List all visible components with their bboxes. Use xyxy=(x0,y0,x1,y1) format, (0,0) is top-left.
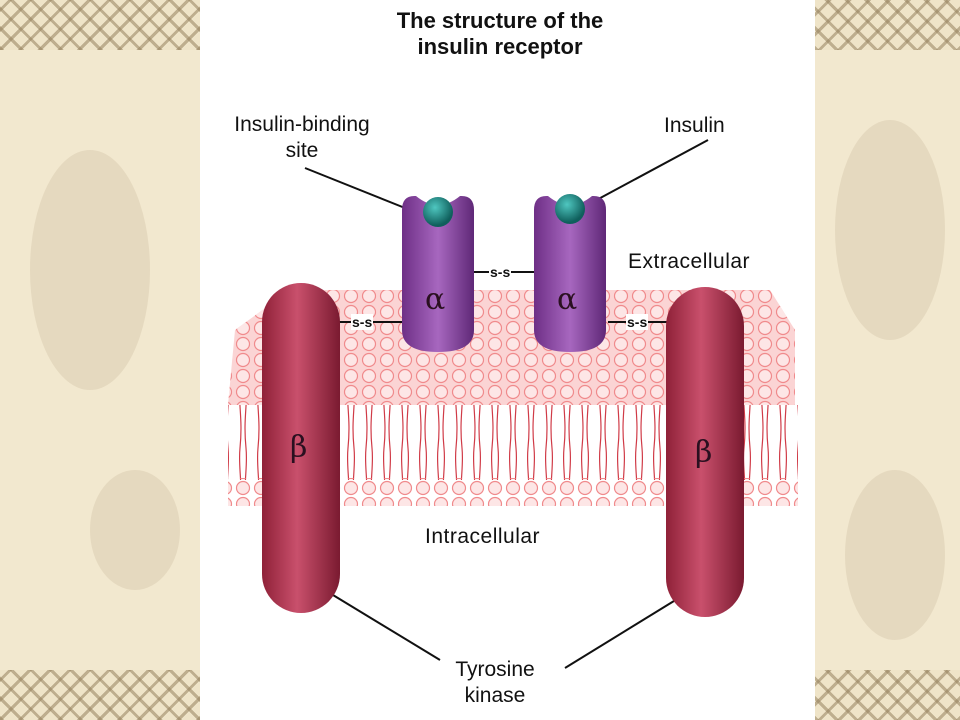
alpha-label-right: α xyxy=(557,282,578,317)
disulfide-bond-label-left: s-s xyxy=(351,314,374,330)
diagram-title: The structure of the insulin receptor xyxy=(370,8,630,60)
insulin-binding-site-label: Insulin-binding site xyxy=(222,112,382,164)
insulin-molecule-left xyxy=(423,197,453,227)
bottom-right-pattern-band xyxy=(815,670,960,720)
alpha-subunit-right xyxy=(534,195,606,352)
top-right-pattern-band xyxy=(815,0,960,50)
top-left-pattern-band xyxy=(0,0,200,50)
left-decorative-border xyxy=(0,0,200,720)
title-line-2: insulin receptor xyxy=(417,34,583,59)
disulfide-bond-label-center: s-s xyxy=(489,264,512,280)
insulin-label: Insulin xyxy=(664,114,725,137)
beta-label-right: β xyxy=(695,435,713,470)
tyrosine-line-1: Tyrosine xyxy=(455,658,535,681)
alpha-label-left: α xyxy=(425,282,446,317)
beta-label-left: β xyxy=(290,430,308,465)
binding-site-line-2: site xyxy=(285,139,319,162)
disulfide-bond-label-right: s-s xyxy=(626,314,649,330)
tyrosine-kinase-label: Tyrosine kinase xyxy=(430,657,560,709)
binding-site-pointer xyxy=(304,167,421,215)
left-brush-stroke xyxy=(90,470,180,590)
intracellular-label: Intracellular xyxy=(425,525,541,548)
right-branch-decoration xyxy=(845,470,945,640)
binding-site-line-1: Insulin-binding xyxy=(234,113,370,136)
tyrosine-line-2: kinase xyxy=(464,684,526,707)
bottom-left-pattern-band xyxy=(0,670,200,720)
right-decorative-border xyxy=(815,0,960,720)
left-brush-stroke xyxy=(30,150,150,390)
extracellular-label: Extracellular xyxy=(628,250,751,273)
insulin-molecule-right xyxy=(555,194,585,224)
title-line-1: The structure of the xyxy=(396,8,604,33)
beta-subunit-right xyxy=(666,287,744,617)
right-brush-stroke xyxy=(835,120,945,340)
beta-subunit-left xyxy=(262,283,340,613)
alpha-subunit-left xyxy=(402,195,474,352)
